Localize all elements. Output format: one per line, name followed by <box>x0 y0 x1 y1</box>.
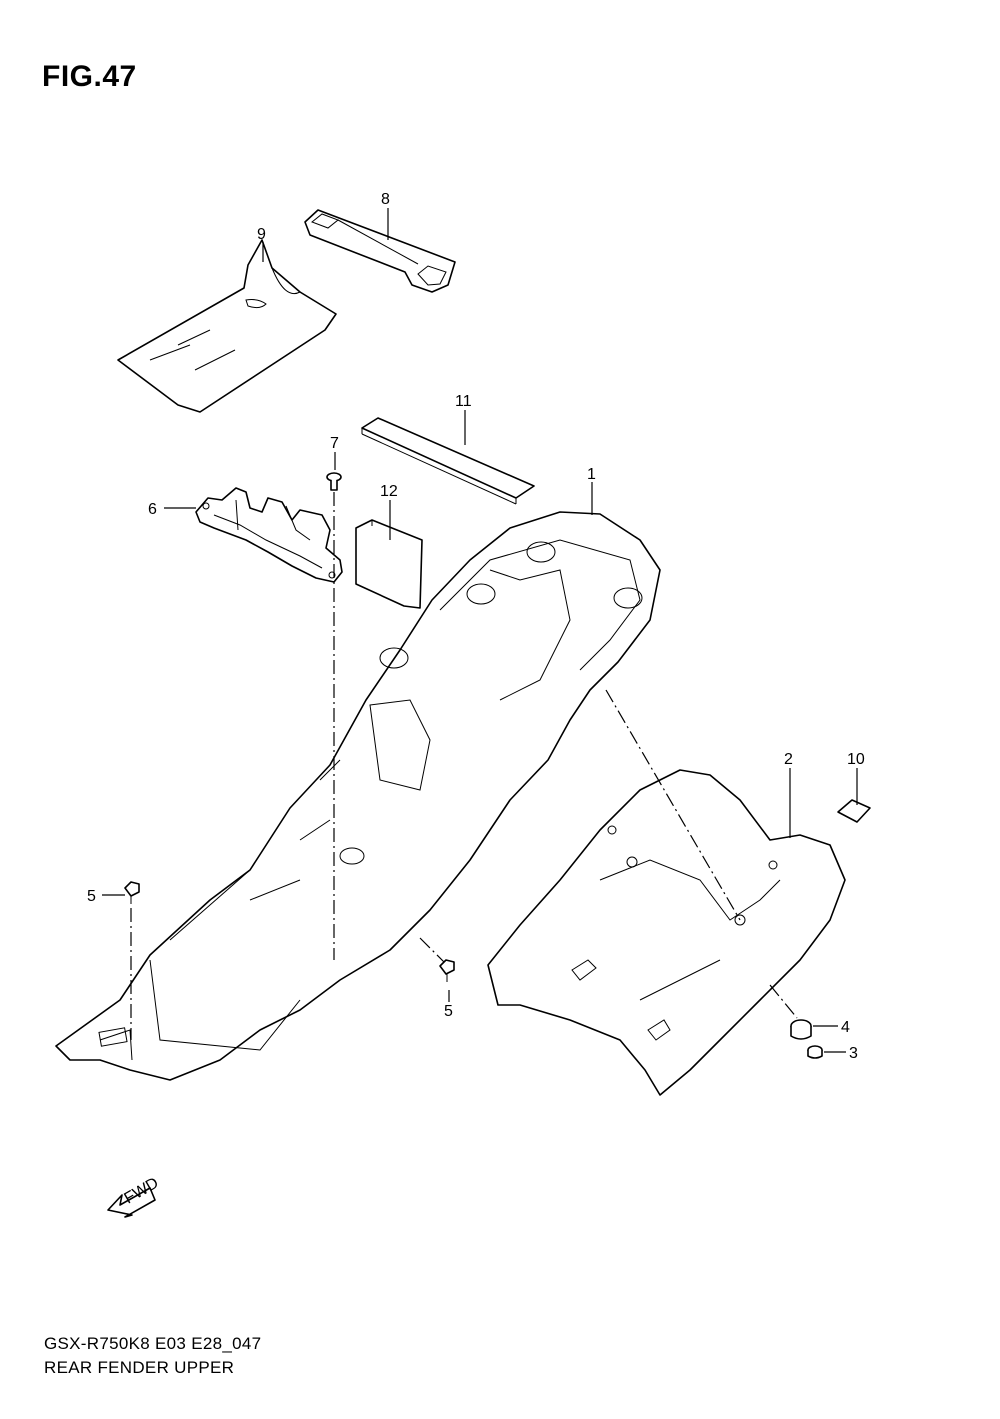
callout-8: 8 <box>381 191 390 208</box>
part-5-bolt-left <box>124 881 140 904</box>
callout-9: 9 <box>257 226 266 243</box>
part-12-label <box>355 519 423 609</box>
callout-5-center: 5 <box>444 1003 453 1020</box>
part-6-bracket <box>195 487 343 583</box>
part-10-pad <box>837 799 871 823</box>
part-8-strap <box>304 209 456 293</box>
part-2-cover <box>487 769 846 1096</box>
leader-lines <box>102 208 858 1053</box>
part-1-rear-fender <box>55 511 661 1081</box>
callout-7: 7 <box>330 435 339 452</box>
part-9-tool-bag <box>117 239 337 413</box>
callout-6: 6 <box>148 501 157 518</box>
callout-3: 3 <box>849 1045 858 1062</box>
part-3-collar <box>807 1045 823 1059</box>
part-11-pad <box>361 417 535 505</box>
callout-11: 11 <box>455 393 472 410</box>
callout-labels: 8 9 11 7 12 6 1 2 10 5 4 3 5 <box>87 191 865 1062</box>
part-4-grommet <box>790 1019 812 1040</box>
fwd-arrow-icon: FWD <box>107 1175 162 1218</box>
model-code: GSX-R750K8 E03 E28_047 <box>44 1334 262 1353</box>
callout-10: 10 <box>847 751 865 768</box>
callout-2: 2 <box>784 751 793 768</box>
figure-title: FIG.47 <box>42 60 137 93</box>
callout-1: 1 <box>587 466 596 483</box>
callout-12: 12 <box>380 483 398 500</box>
section-name: REAR FENDER UPPER <box>44 1358 235 1377</box>
part-5-bolt-center <box>439 959 455 982</box>
callout-5-left: 5 <box>87 888 96 905</box>
callout-4: 4 <box>841 1019 850 1036</box>
part-7-screw <box>326 472 342 491</box>
